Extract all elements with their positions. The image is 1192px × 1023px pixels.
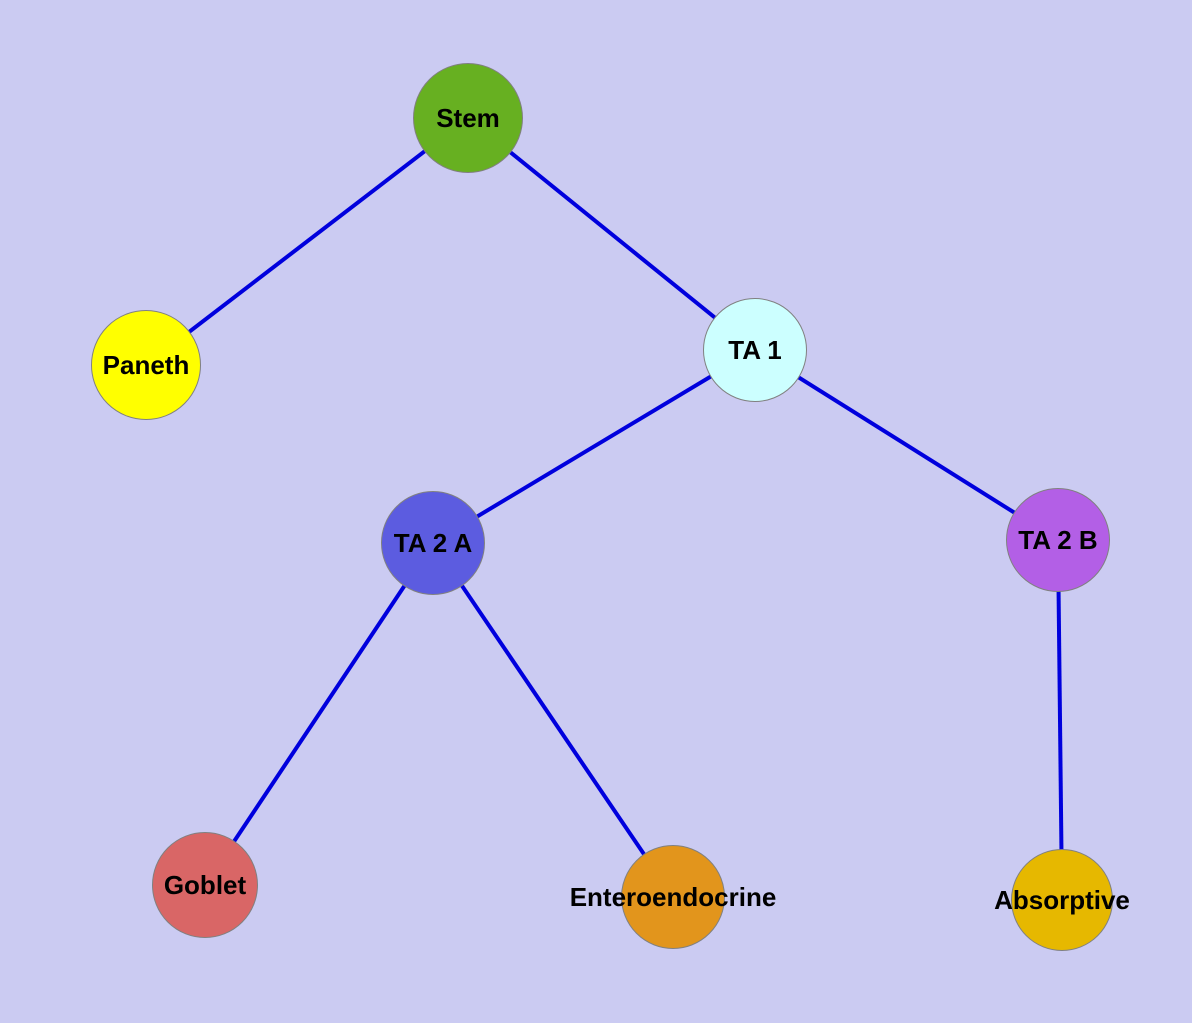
edge-ta1-ta2b [753,348,1060,542]
node-paneth[interactable]: Paneth [91,310,201,420]
node-ta-2-a[interactable]: TA 2 A [381,491,485,595]
node-goblet[interactable]: Goblet [152,832,258,938]
node-stem[interactable]: Stem [413,63,523,173]
node-ta-2-a-label: TA 2 A [393,527,473,558]
edge-ta2b-absorptive [1056,539,1064,901]
edge-stem-paneth [144,116,470,367]
edge-stem-ta1 [466,116,757,352]
node-ta-1[interactable]: TA 1 [703,298,807,402]
node-paneth-label: Paneth [102,349,190,380]
edge-ta2a-goblet [203,541,435,887]
node-goblet-label: Goblet [163,869,247,900]
node-ta-2-b-label: TA 2 B [1018,524,1098,555]
node-absorptive[interactable]: Absorptive [994,849,1130,951]
edge-ta2a-enteroendocrine [431,541,675,899]
node-ta-1-label: TA 1 [728,334,782,365]
node-stem-label: Stem [436,102,500,133]
edge-ta1-ta2a [431,348,757,545]
node-enteroendocrine[interactable]: Enteroendocrine [570,845,776,949]
node-ta-2-b[interactable]: TA 2 B [1006,488,1110,592]
node-absorptive-label: Absorptive [994,884,1130,915]
